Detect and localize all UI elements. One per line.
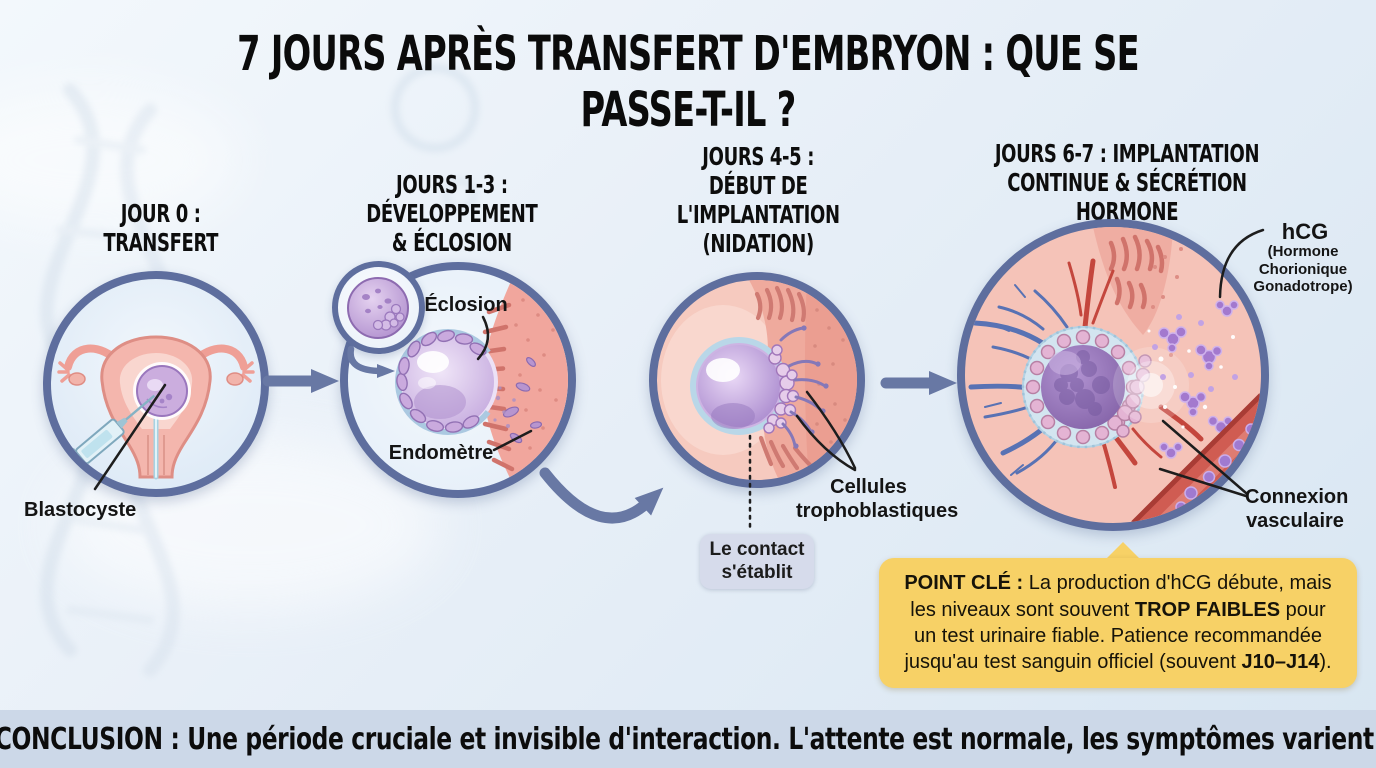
point-cle-box: POINT CLÉ : La production d'hCG débute, … xyxy=(879,558,1357,688)
secretion-glow xyxy=(1113,347,1189,423)
stage2-morula-circle xyxy=(332,261,425,354)
stage-heading-jour0: JOUR 0 : TRANSFERT xyxy=(103,199,219,257)
trophoblast-cells xyxy=(763,344,800,434)
stage4-circle xyxy=(957,219,1269,531)
stage-heading-jours6-7: JOURS 6-7 : IMPLANTATION CONTINUE & SÉCR… xyxy=(994,139,1260,226)
contact-callout-box: Le contact s'établit xyxy=(700,534,814,589)
point-cle-tail xyxy=(1104,542,1142,561)
cellules-trophoblastiques-label: Cellules trophoblastiques xyxy=(796,476,959,522)
stage-heading-jours4-5: JOURS 4-5 : DÉBUT DE L'IMPLANTATION (NID… xyxy=(676,142,840,258)
background-blob xyxy=(0,90,240,230)
blastocyste-label: Blastocyste xyxy=(24,499,137,521)
stage1-circle xyxy=(43,271,269,497)
endometre-label: Endomètre xyxy=(388,442,494,464)
uterus-transfer-illustration xyxy=(57,335,255,480)
page-title-text: 7 JOURS APRÈS TRANSFERT D'EMBRYON : QUE … xyxy=(237,26,1139,138)
implanted-embryo xyxy=(1021,325,1152,449)
page-title: 7 JOURS APRÈS TRANSFERT D'EMBRYON : QUE … xyxy=(0,26,1376,138)
conclusion-bar: CONCLUSION : Une période cruciale et inv… xyxy=(0,710,1376,768)
red-vessels xyxy=(1067,258,1204,489)
eclosion-label: Éclosion xyxy=(424,294,508,316)
hatching-fragments xyxy=(493,357,543,444)
implantation-start-illustration xyxy=(661,280,857,480)
implantation-continue-illustration xyxy=(968,227,1261,523)
flow-arrow-2-curved xyxy=(539,467,664,524)
stage-heading-jours1-3: JOURS 1-3 : DÉVELOPPEMENT & ÉCLOSION xyxy=(366,170,538,257)
hatching-blastocyst xyxy=(395,329,501,435)
connexion-vasculaire-label: Connexion vasculaire xyxy=(1245,486,1349,532)
trophoblast-ring xyxy=(1025,329,1152,445)
stage3-circle xyxy=(649,272,865,488)
point-cle-text: POINT CLÉ : La production d'hCG débute, … xyxy=(904,572,1332,674)
hcg-label: hCG xyxy=(1281,219,1329,244)
morula-illustration xyxy=(347,277,409,339)
hcg-sub-label: (Hormone Chorionique Gonadotrope) xyxy=(1253,243,1353,296)
endometrium-fringe xyxy=(1093,227,1183,357)
blastocyst-in-uterus xyxy=(133,362,191,420)
conclusion-text: CONCLUSION : Une période cruciale et inv… xyxy=(0,721,1376,757)
